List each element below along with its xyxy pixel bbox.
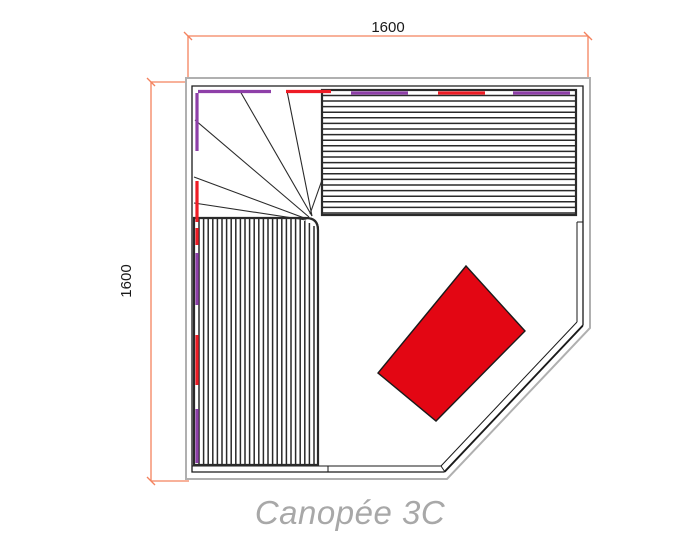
right-wall-detail: [576, 221, 584, 325]
wall-markers-top: [198, 89, 570, 95]
corner-arc: [305, 217, 319, 231]
left-bench-vertical-slats: [192, 216, 320, 467]
dimension-label-left: 1600: [118, 264, 135, 297]
dimension-top: [183, 31, 593, 84]
angled-wall-outer-line: [444, 325, 584, 473]
sauna-heater: [377, 264, 526, 422]
product-title: Canopée 3C: [255, 494, 446, 531]
dim-top-tick-left: [183, 31, 193, 41]
dim-left-tick-bottom: [146, 476, 156, 486]
dimension-label-top: 1600: [371, 19, 404, 36]
dim-top-tick-right: [583, 31, 593, 41]
rounded-corner-arc: [193, 90, 323, 231]
angled-wall-inner-line: [440, 321, 578, 467]
upper-bench-horizontal-slats: [320, 88, 578, 217]
angled-wall-end-cap: [440, 465, 446, 473]
angled-glass-door-wall: [440, 321, 584, 473]
heater-body: [377, 264, 526, 422]
dim-left-tick-top: [146, 77, 156, 87]
upper-bench-outline: [320, 88, 578, 217]
corner-fan-lines: [193, 90, 323, 221]
dimension-left: [146, 77, 189, 486]
